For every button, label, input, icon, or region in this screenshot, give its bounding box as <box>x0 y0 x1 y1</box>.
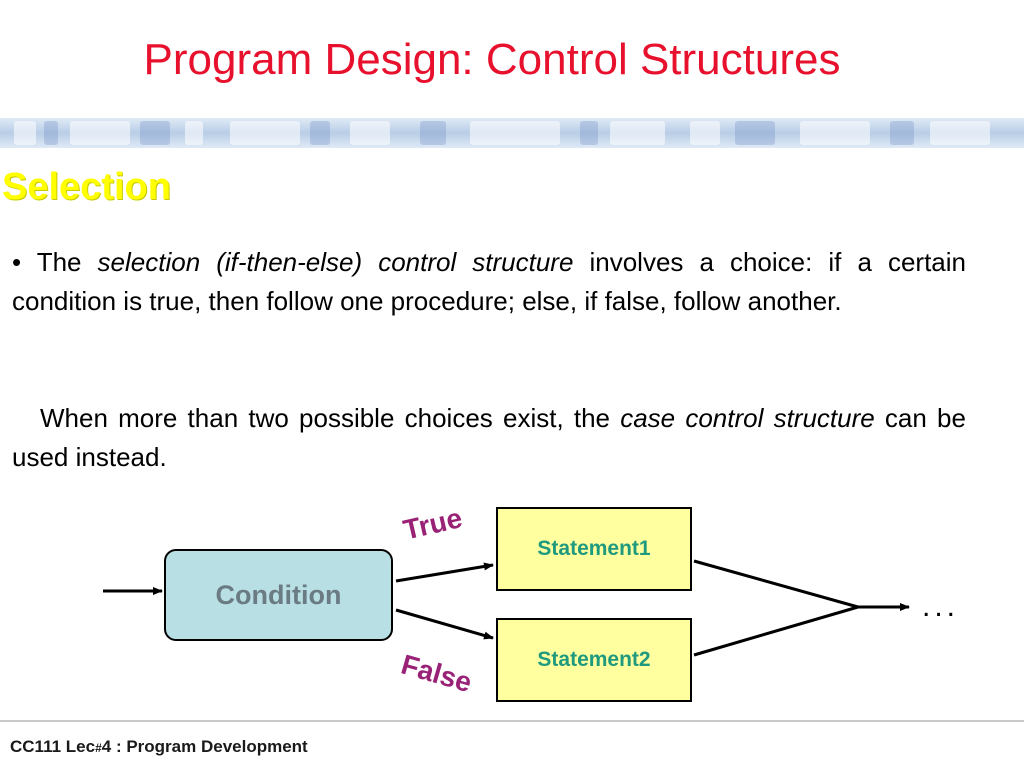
merge-line-top <box>693 559 859 609</box>
continuation-dots: ... <box>922 590 960 623</box>
false-arrow <box>395 608 494 640</box>
true-arrow <box>395 562 494 583</box>
p2-text-after: can be used instead. <box>12 403 966 472</box>
p1-text-italic: selection (if-then-else) control structu… <box>97 247 574 277</box>
merge-line-bottom <box>693 605 859 657</box>
condition-node: Condition <box>164 549 393 641</box>
paragraph-case: When more than two possible choices exis… <box>12 399 966 477</box>
section-heading: Selection <box>2 166 171 208</box>
footer-prefix: CC111 Lec <box>10 737 96 756</box>
footer-text: CC111 Lec#4 : Program Development <box>10 737 308 757</box>
p2-text-before: When more than two possible choices exis… <box>40 403 621 433</box>
p2-text-italic: case control structure <box>620 403 875 433</box>
paragraph-selection: • The selection (if-then-else) control s… <box>12 243 966 321</box>
footer-number: 4 <box>101 737 112 756</box>
decorative-band <box>0 118 1024 148</box>
footer-rest: : Program Development <box>111 737 308 756</box>
slide-title: Program Design: Control Structures <box>143 35 841 84</box>
p1-text-before: The <box>21 247 98 277</box>
p1-text-after: involves a choice: if a certain conditio… <box>12 247 967 316</box>
footer-number-sign: # <box>95 741 102 755</box>
statement2-node: Statement2 <box>496 618 692 702</box>
statement1-node: Statement1 <box>496 507 692 591</box>
footer-divider <box>0 720 1024 722</box>
bullet: • <box>12 247 22 277</box>
